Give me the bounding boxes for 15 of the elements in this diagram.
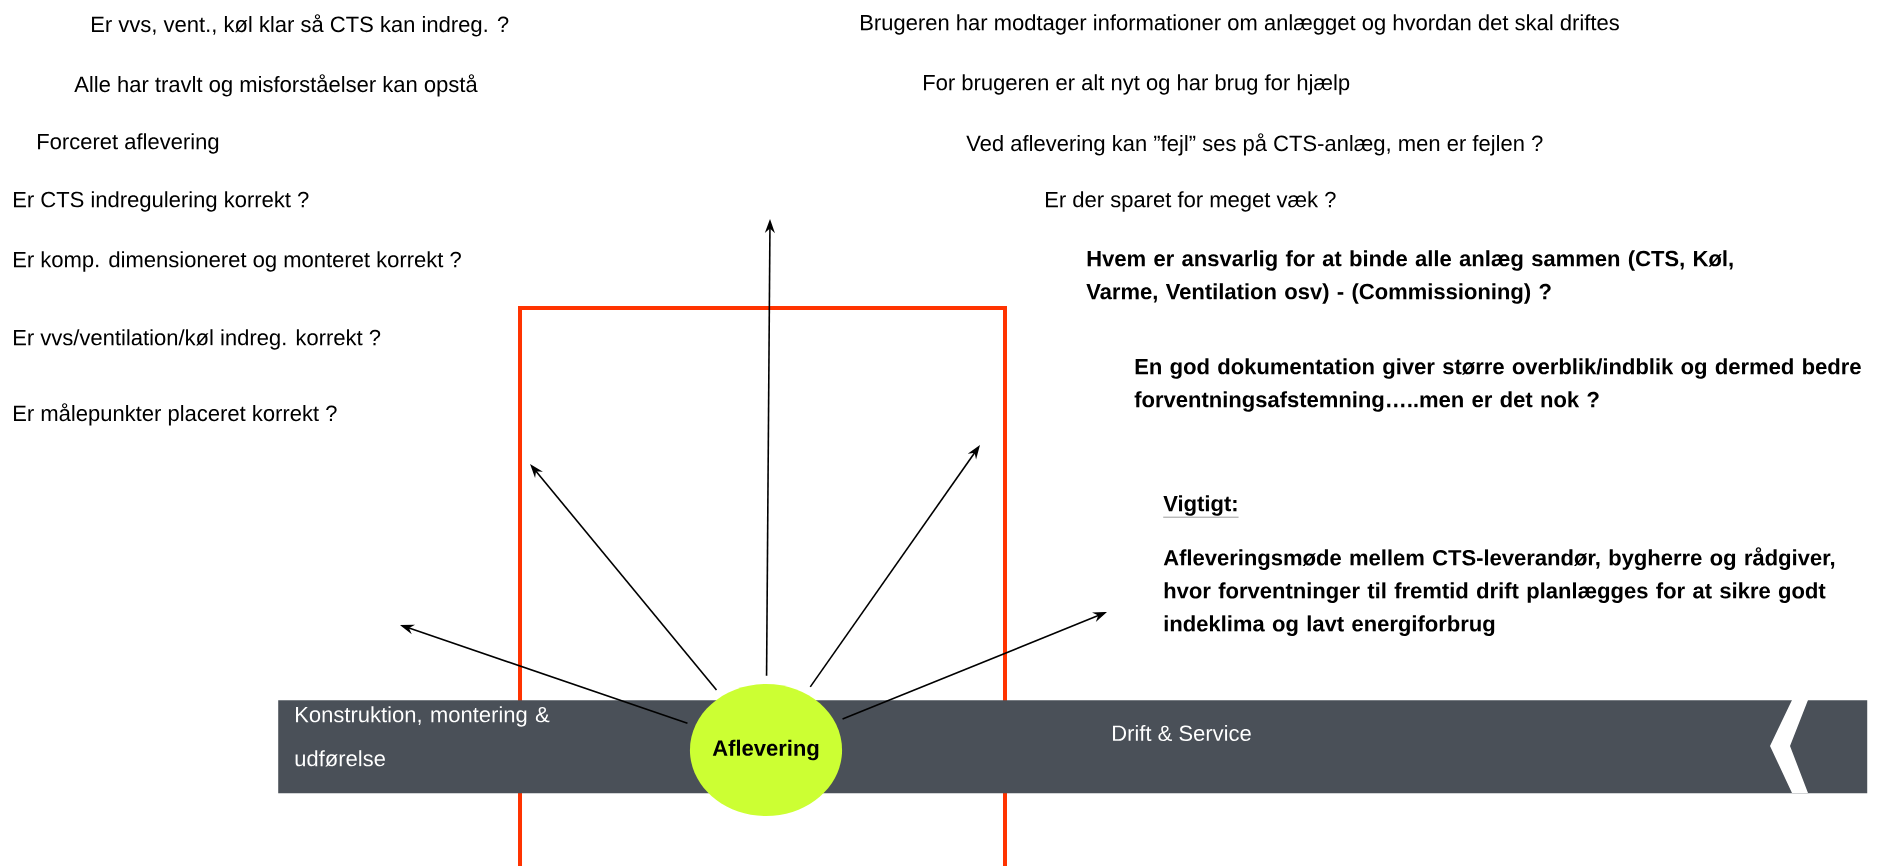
note-text: Afleveringsmøde mellem CTS-leverandør, bygherre og rådgiver, hvor forventninger til fremtid drift planlægges for at sikre godt indeklima og lavt energiforbrug — [1163, 547, 1835, 636]
question-text: Forceret aflevering — [38, 133, 219, 154]
note-text: Vigtigt: — [1163, 495, 1239, 518]
question-text: Brugeren har modtager informationer om anlægget og hvordan det skal driftes — [861, 14, 1619, 35]
question-text: Er målepunkter placeret korrekt ? — [14, 403, 337, 426]
question-text: For brugeren er alt nyt og har brug for hjælp — [924, 74, 1350, 95]
question-text: Ved aflevering kan ”fejl” ses på CTS-anlæg, men er fejlen ? — [966, 133, 1543, 156]
note-text: Hvem er ansvarlig for at binde alle anlæg sammen (CTS, Køl, Varme, Ventilation osv) - (Commissioning) ? — [1086, 250, 1733, 304]
question-text: Er komp. dimensioneret og monteret korrekt ? — [14, 251, 461, 272]
question-text: Alle har travlt og misforståelser kan opstå — [74, 74, 478, 97]
question-text: Er der sparet for meget væk ? — [1046, 191, 1336, 212]
question-text: Er vvs, vent., køl klar så CTS kan indreg. ? — [92, 14, 509, 37]
question-text: Er vvs/ventilation/køl indreg. korrekt ? — [14, 329, 381, 350]
note-text: En god dokumentation giver større overblik/indblik og dermed bedre forventningsafstemning…..men er det nok ? — [1134, 358, 1861, 412]
question-text: Er CTS indregulering korrekt ? — [14, 191, 309, 212]
